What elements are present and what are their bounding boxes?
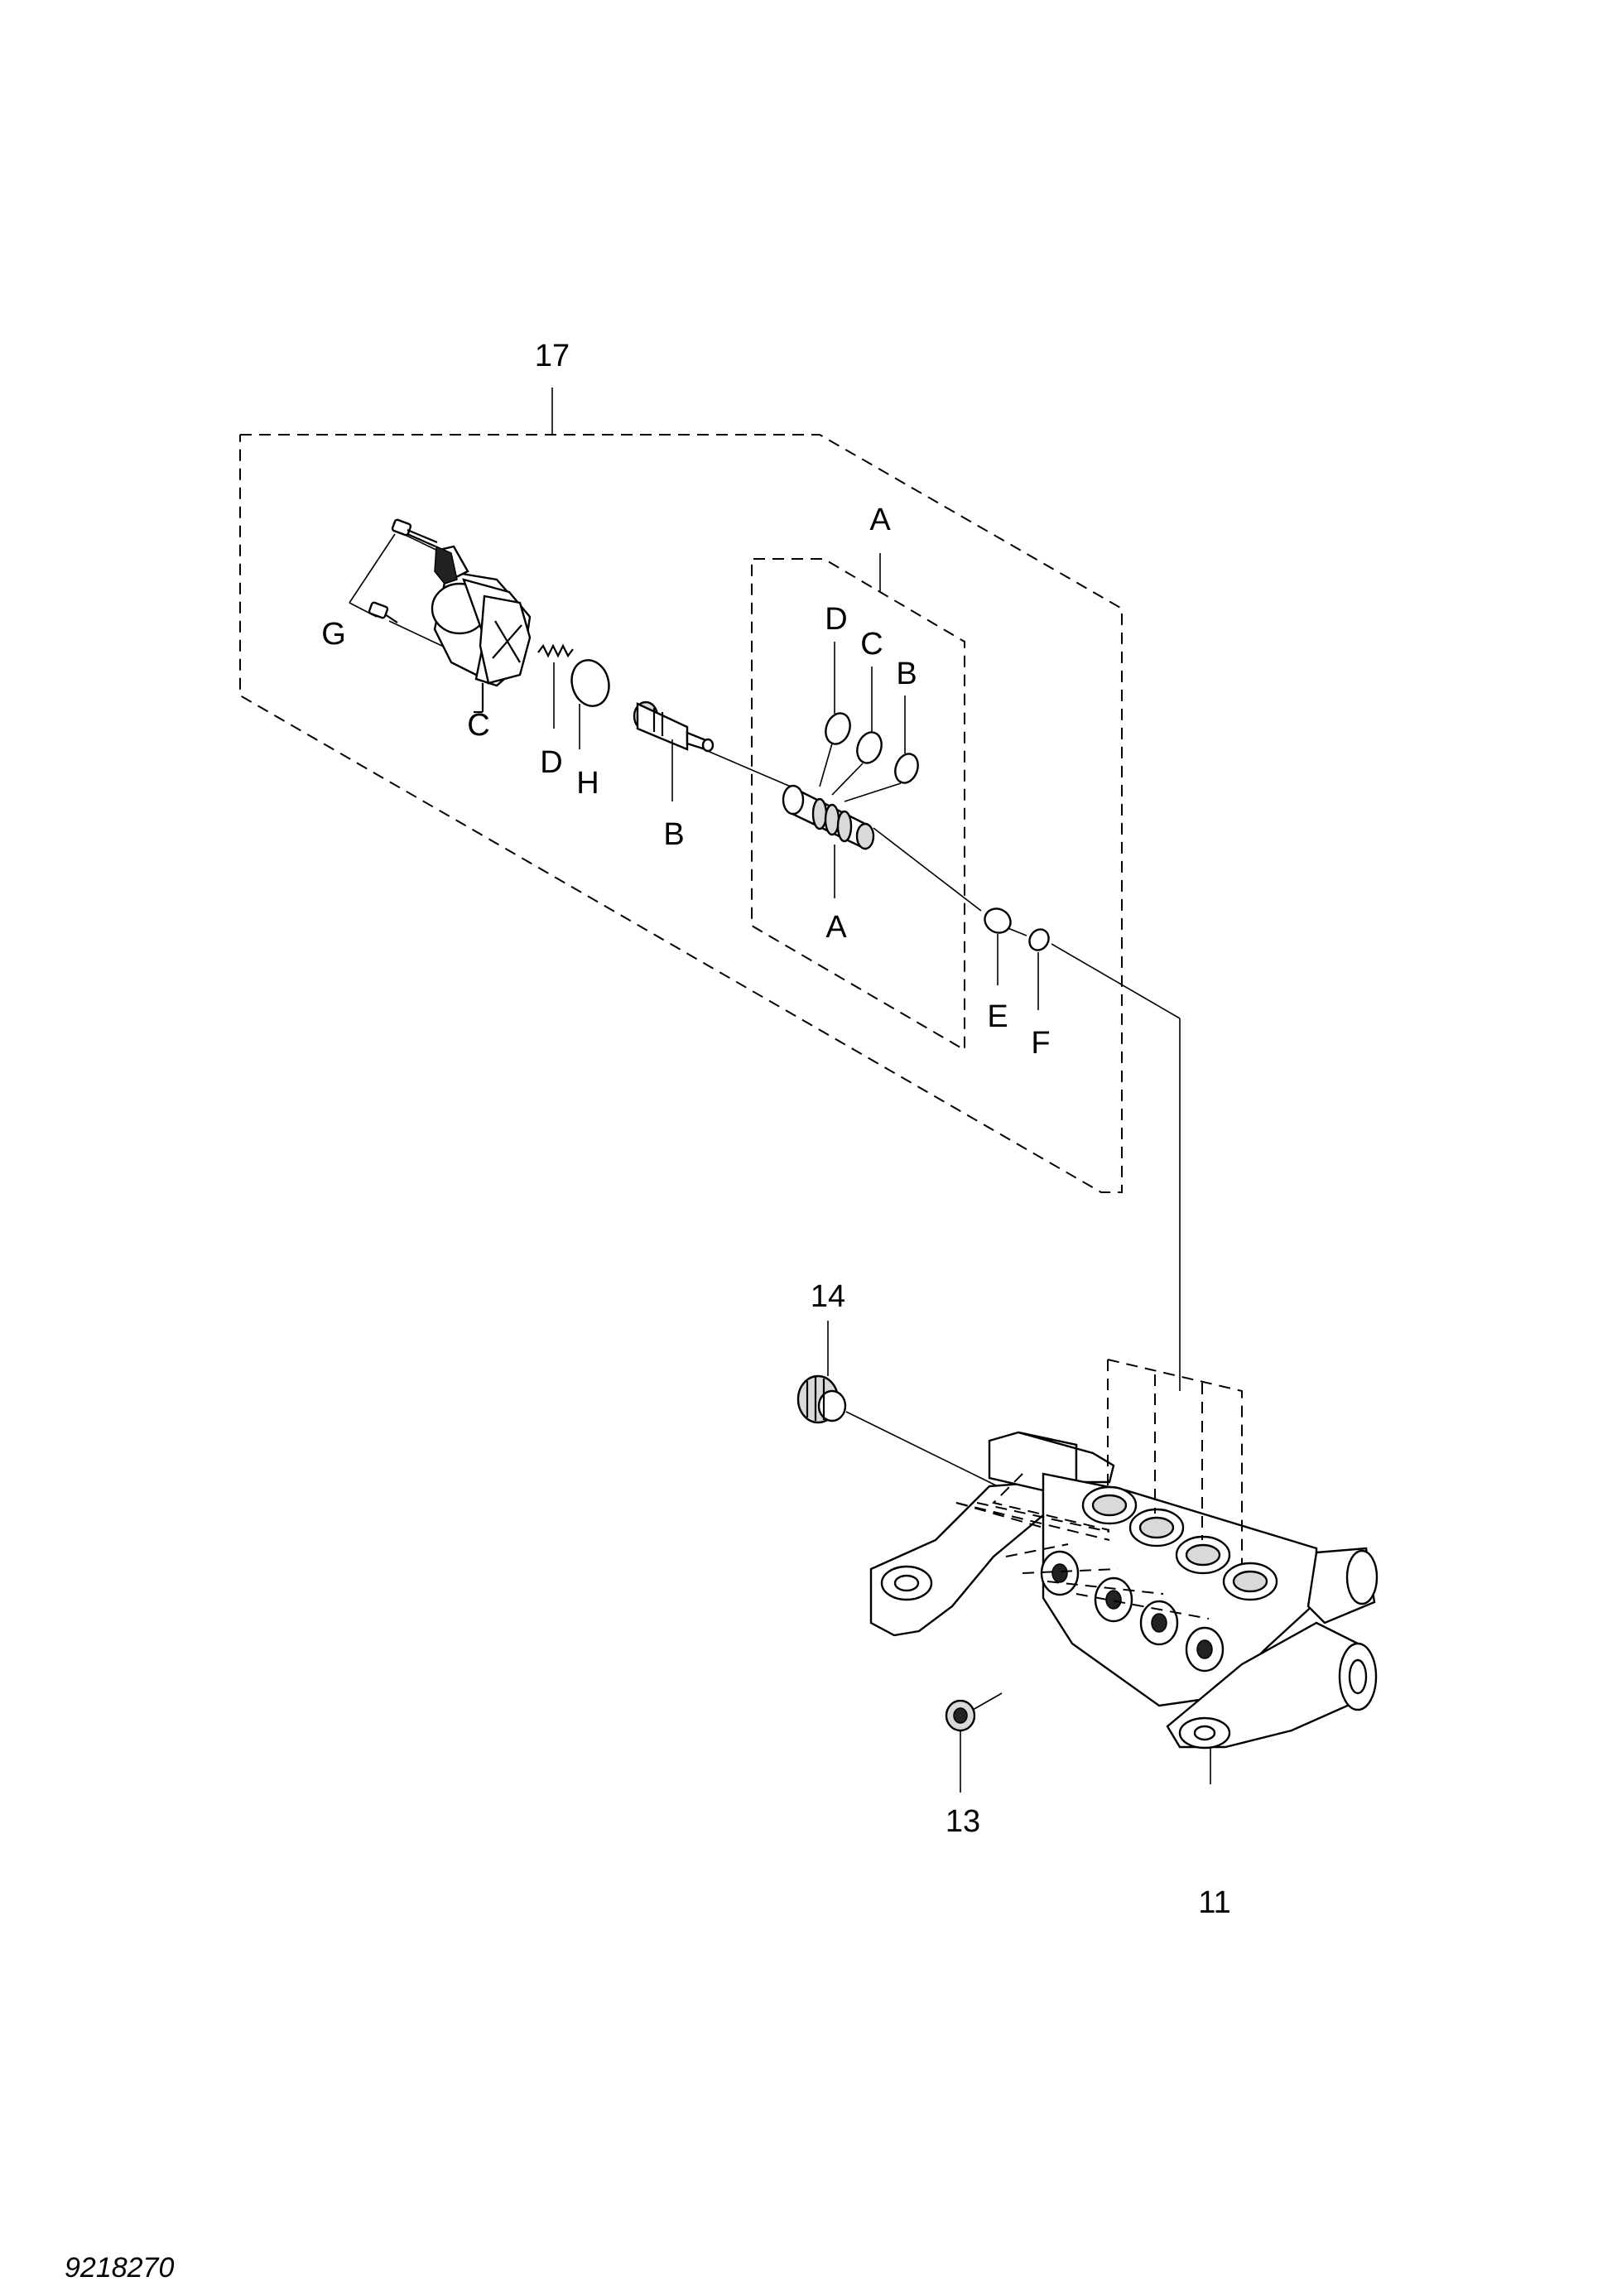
o-ring-part-h bbox=[570, 659, 610, 749]
label-b-ring: B bbox=[896, 657, 917, 691]
spring-part-d bbox=[537, 643, 574, 729]
o-rings-d-c-b bbox=[819, 642, 919, 802]
label-g: G bbox=[321, 617, 346, 652]
document-number: 9218270 bbox=[65, 2252, 174, 2284]
ring-part-f bbox=[1028, 928, 1050, 1010]
plug-part-e bbox=[984, 907, 1012, 985]
label-c-solenoid: C bbox=[467, 708, 489, 743]
label-b-spool: B bbox=[663, 817, 684, 852]
spool-part-b bbox=[633, 700, 715, 801]
label-a-top: A bbox=[869, 503, 891, 537]
valve-body-part-11 bbox=[869, 1359, 1379, 1784]
label-e: E bbox=[987, 999, 1008, 1034]
label-11: 11 bbox=[1198, 1885, 1230, 1920]
label-d-spring: D bbox=[540, 745, 562, 780]
sub-assembly-a-boundary bbox=[751, 553, 965, 1052]
label-h: H bbox=[576, 766, 599, 801]
screws-part-g bbox=[368, 518, 438, 623]
label-d-ring: D bbox=[825, 602, 847, 637]
label-a-bottom: A bbox=[825, 910, 847, 945]
sleeve-part-a bbox=[782, 784, 875, 898]
callout-labels: 17 A D C B G C D H B A E F 14 13 11 bbox=[321, 339, 1231, 1920]
label-f: F bbox=[1031, 1026, 1050, 1061]
label-13: 13 bbox=[946, 1804, 980, 1839]
label-c-ring: C bbox=[860, 627, 883, 662]
label-14: 14 bbox=[811, 1279, 845, 1314]
plug-part-13 bbox=[945, 1692, 1003, 1793]
plug-part-14 bbox=[796, 1321, 998, 1487]
assembly-17-boundary bbox=[239, 387, 1123, 1193]
label-17: 17 bbox=[535, 339, 570, 373]
solenoid-part-c bbox=[431, 545, 532, 714]
